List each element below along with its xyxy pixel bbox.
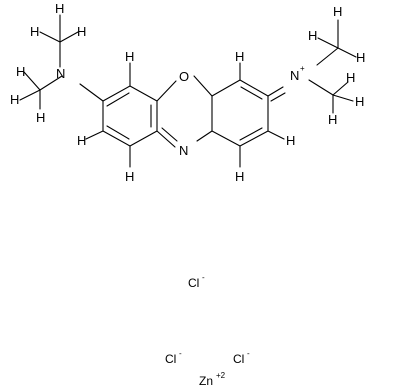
- hydrogen-label: H: [36, 110, 45, 125]
- bond: [211, 79, 241, 97]
- hydrogen-label: H: [356, 50, 365, 65]
- zinc-ion: Zn +2: [199, 371, 226, 388]
- bond: [102, 130, 131, 147]
- bond: [239, 130, 269, 147]
- bond: [239, 79, 269, 97]
- hydrogen-label: H: [355, 94, 364, 109]
- hydrogen-label: H: [77, 24, 86, 39]
- atom-labels: H H H N H H H H H H O N H H H N + H H H …: [10, 1, 365, 184]
- chloride-ion: Cl -: [233, 349, 250, 366]
- bond: [79, 83, 104, 102]
- bond: [156, 80, 177, 102]
- hydrogen-label: H: [10, 92, 19, 107]
- nitrogen-label: N: [56, 66, 65, 81]
- hydrogen-label: H: [125, 169, 134, 184]
- hydrogen-label: H: [77, 133, 86, 148]
- bond: [337, 47, 357, 58]
- oxygen-label: O: [179, 69, 189, 84]
- bond: [129, 85, 158, 102]
- charge-label: +: [300, 64, 305, 73]
- bond: [196, 130, 213, 142]
- bond: [211, 130, 241, 147]
- bond: [239, 127, 263, 141]
- bond: [106, 92, 130, 107]
- bond: [39, 75, 63, 91]
- nitrogen-label: N: [290, 68, 299, 83]
- hydrogen-label: H: [346, 70, 355, 85]
- bond: [106, 125, 130, 140]
- bond: [332, 81, 349, 96]
- bond: [317, 37, 339, 49]
- bond: [102, 85, 131, 102]
- hydrogen-label: H: [55, 1, 64, 16]
- bond: [193, 75, 213, 97]
- bond: [332, 94, 354, 102]
- chloride-label: Cl: [165, 352, 176, 366]
- hydrogen-label: H: [328, 112, 337, 127]
- hydrogen-label: H: [235, 169, 244, 184]
- counter-ions: Cl - Cl - Cl - Zn +2: [165, 273, 250, 388]
- bond: [240, 86, 263, 100]
- zinc-label: Zn: [199, 374, 213, 388]
- nitrogen-label: N: [179, 143, 188, 158]
- hydrogen-label: H: [235, 49, 244, 64]
- bonds: [19, 14, 357, 168]
- hydrogen-label: H: [30, 24, 39, 39]
- bond: [59, 31, 79, 43]
- hydrogen-label: H: [333, 4, 342, 19]
- chloride-ion: Cl -: [165, 349, 182, 366]
- charge-label: -: [179, 349, 182, 358]
- charge-label: +2: [216, 371, 226, 380]
- hydrogen-label: H: [125, 49, 134, 64]
- charge-label: -: [247, 349, 250, 358]
- bond: [85, 130, 104, 140]
- chloride-label: Cl: [233, 352, 244, 366]
- bond: [316, 47, 339, 66]
- bond: [267, 86, 284, 97]
- bond: [129, 130, 158, 147]
- hydrogen-label: H: [16, 64, 25, 79]
- bond: [39, 31, 61, 43]
- bond: [156, 130, 176, 148]
- bond: [270, 92, 286, 102]
- charge-label: -: [202, 273, 205, 282]
- bond: [161, 127, 178, 142]
- bond: [23, 71, 41, 91]
- hydrogen-label: H: [308, 28, 317, 43]
- bond: [19, 89, 41, 101]
- bond: [308, 79, 334, 96]
- hydrogen-label: H: [286, 133, 295, 148]
- bond: [267, 130, 285, 140]
- chloride-ion: Cl -: [188, 273, 205, 290]
- chloride-label: Cl: [188, 276, 199, 290]
